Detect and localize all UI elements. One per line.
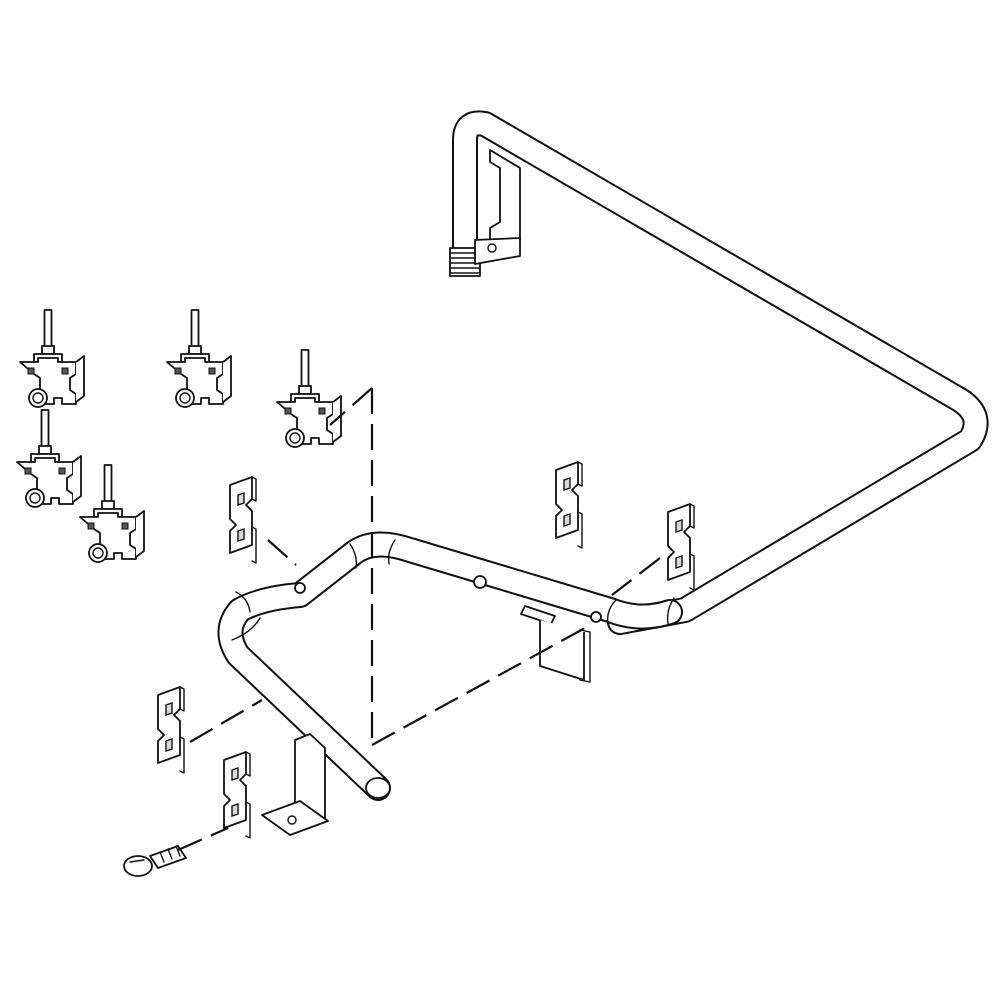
- gas-valve-icon: [276, 349, 342, 448]
- gas-valve-icon: [16, 409, 82, 508]
- spring-clip-icon: [157, 686, 185, 774]
- spring-clip-icon: [229, 476, 257, 564]
- gas-valve-icon: [19, 309, 85, 408]
- spring-clip-icon: [555, 461, 583, 549]
- gas-valve-icon: [166, 309, 232, 408]
- l-bracket-icon: [261, 733, 329, 836]
- gas-valve-icon: [79, 464, 145, 563]
- rear-manifold-pipe: [449, 110, 989, 635]
- l-bracket-icon: [520, 605, 591, 683]
- spring-clip-icon: [667, 503, 695, 591]
- spring-clip-icon: [223, 751, 251, 839]
- assembly-guide-lines: [177, 387, 661, 852]
- screw-icon: [123, 845, 187, 877]
- l-bracket-icon: [474, 149, 521, 265]
